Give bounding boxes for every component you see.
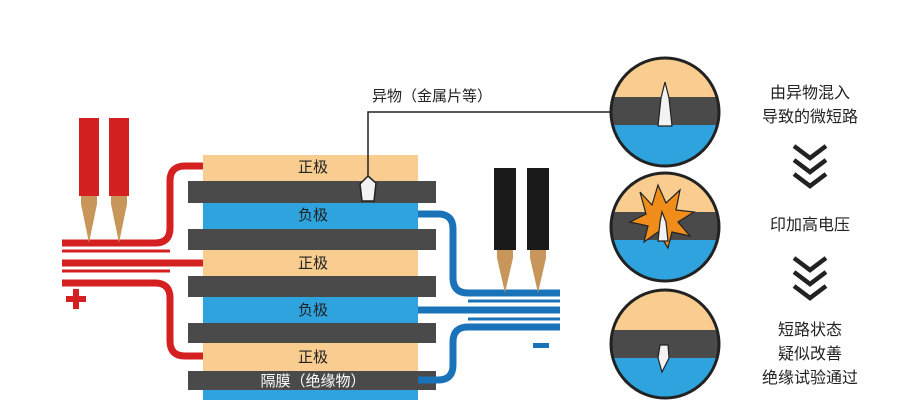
negative-wire-bundle [468,299,560,321]
double-chevron-down-icon [792,256,828,301]
step1-line1: 由异物混入 [770,83,850,102]
step1-line2: 导致的微短路 [762,107,858,126]
foreign-object-label: 异物（金属片等） [372,87,492,105]
step3-line3: 绝缘试验通过 [762,368,858,387]
zoom-circle-high-voltage [609,171,721,283]
zoom-circle-micro-short [609,56,721,168]
negative-layer [203,390,418,400]
metal-particle-icon [657,344,670,374]
minus-sign [533,343,549,348]
electrode-stack [188,155,436,400]
callout-line [367,111,610,176]
positive-label: 正极 [298,348,328,366]
black-probe-left [494,168,516,293]
metal-particle-icon [359,174,377,202]
negative-leads [418,210,560,384]
red-probe-right [109,118,129,243]
positive-wire-bundle [62,249,170,273]
step3-line2: 疑似改善 [778,344,842,363]
positive-layer [203,250,418,276]
negative-layer [203,297,418,323]
red-probe-left [79,118,99,243]
separator-label: 隔膜（绝缘物） [260,372,365,390]
negative-label: 负极 [298,206,328,224]
separator-layer [188,229,436,250]
positive-leads [62,162,203,360]
step2-line1: 印加高电压 [770,215,850,234]
separator-layer [188,371,436,390]
step3-line1: 短路状态 [778,320,842,339]
zoom-circle-short-resolved [609,288,721,400]
positive-label: 正极 [298,254,328,272]
plus-sign [66,289,86,309]
positive-label: 正极 [298,158,328,176]
positive-layer [203,155,418,181]
double-chevron-down-icon [792,144,828,189]
negative-layer [203,203,418,229]
separator-layer [188,181,436,203]
separator-layer [188,276,436,297]
separator-layer [188,323,436,343]
black-probe-right [527,168,549,293]
metal-particle-icon [657,81,673,127]
metal-particle-icon [657,209,669,242]
positive-layer [203,343,418,371]
negative-label: 负极 [298,301,328,319]
